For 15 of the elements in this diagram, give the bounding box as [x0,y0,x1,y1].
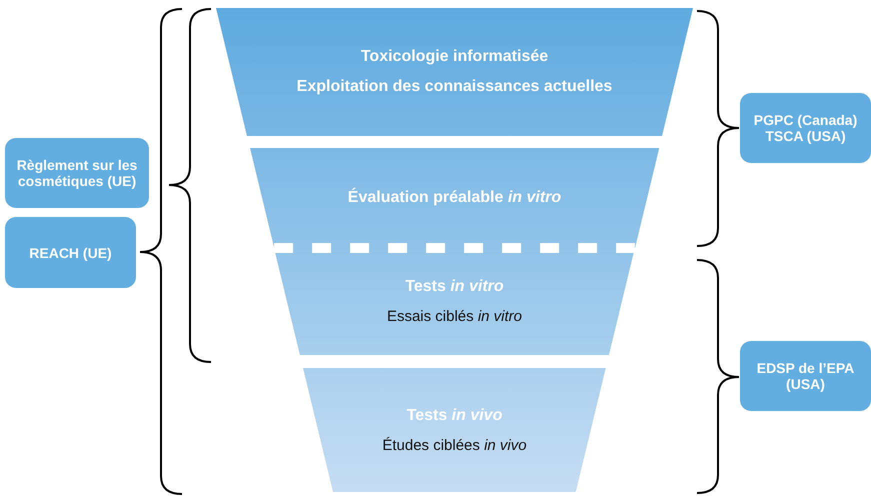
regulation-box: EDSP de l’EPA (USA) [740,341,871,411]
regulation-box: PGPC (Canada) TSCA (USA) [740,93,871,163]
funnel-tier [216,8,693,136]
regulation-box: Règlement sur les cosmétiques (UE) [5,138,149,208]
tier-heading: Tests in vitro [405,278,504,296]
tier-description: Études ciblées in vivo [382,436,527,454]
tier-heading: Évaluation préalable in vitro [348,189,562,207]
funnel-tier [274,248,635,355]
tier-description: Essais ciblés in vitro [386,308,522,325]
tier-heading: Tests in vivo [406,406,502,424]
regulation-box: REACH (UE) [5,217,136,288]
funnel-tier [250,148,660,248]
tier-heading: Toxicologie informatisée [360,48,548,66]
funnel-tier [303,368,606,492]
tier-heading: Exploitation des connaissances actuelles [296,78,612,96]
